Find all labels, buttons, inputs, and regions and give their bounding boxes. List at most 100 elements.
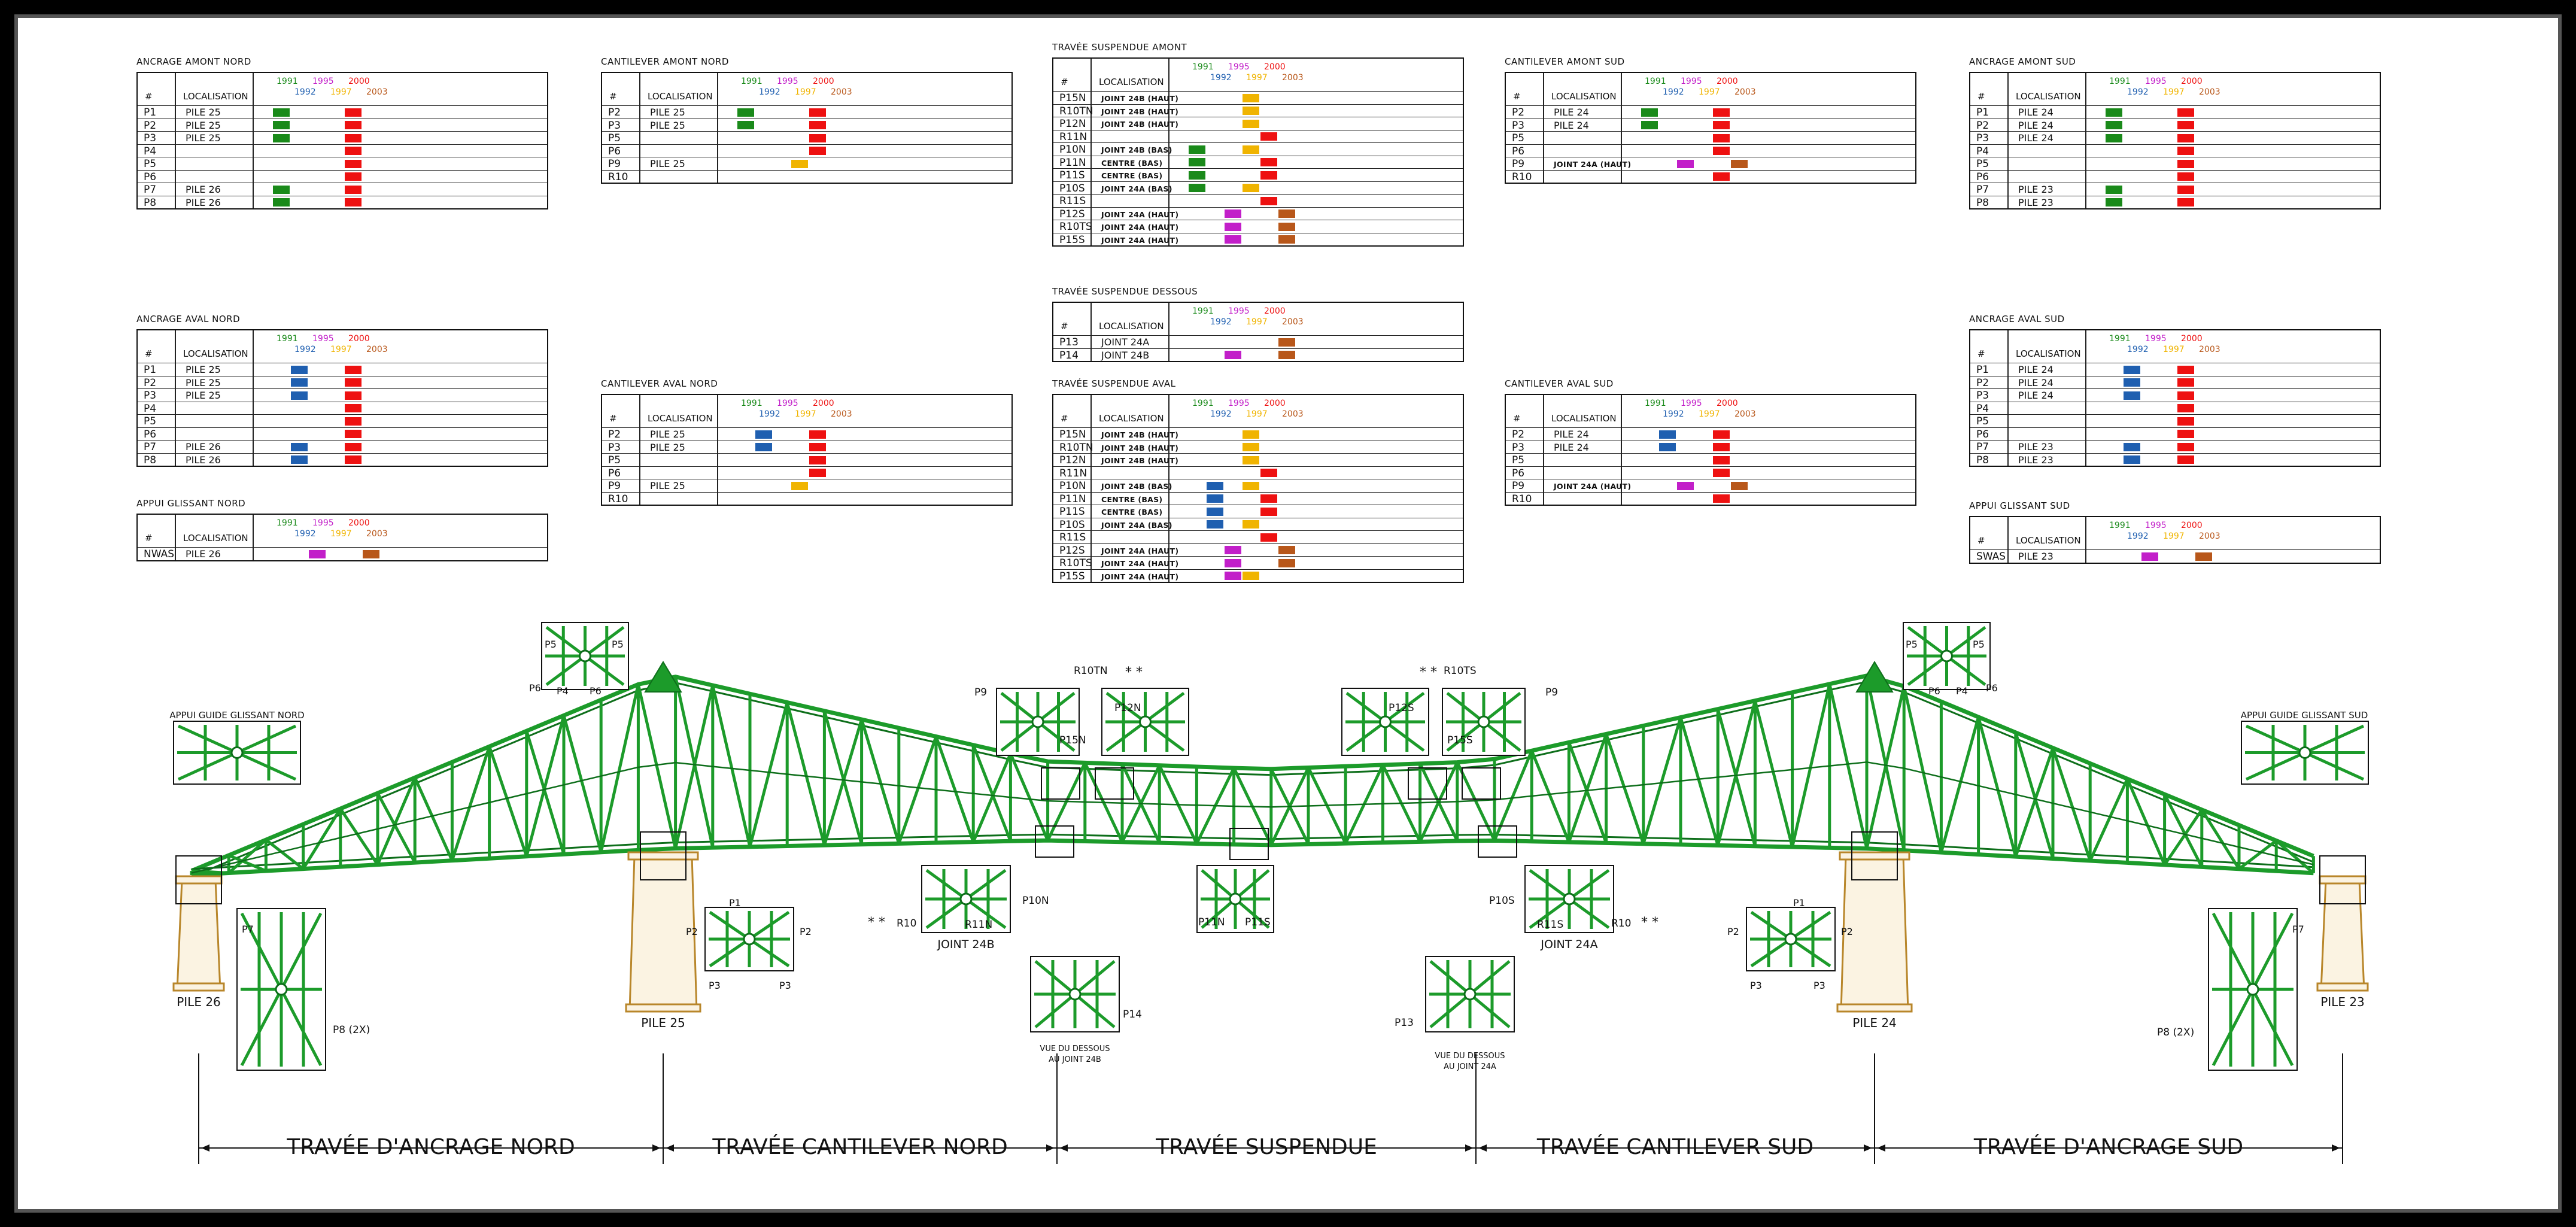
table-row: P5 (1506, 453, 1915, 466)
detail-label: P1 (729, 897, 741, 909)
asterisk-marker: * * (1641, 915, 1658, 930)
table-row: P6 (1970, 427, 2380, 441)
table-row: P5 (1506, 131, 1915, 144)
bottom-chord (191, 838, 2314, 877)
table-row: P6 (602, 466, 1011, 479)
year-label: 2003 (831, 87, 852, 97)
inspection-mark-1991 (273, 121, 290, 129)
inspection-mark-1995 (1677, 159, 1694, 168)
year-label: 1997 (2163, 532, 2185, 541)
table-row: R10 (602, 491, 1011, 505)
inspection-mark-2003 (1278, 338, 1295, 347)
row-id: P3 (608, 119, 621, 132)
column-separator (717, 395, 718, 505)
year-label: 2000 (2181, 334, 2203, 344)
column-separator (253, 73, 254, 208)
row-id: P3 (608, 441, 621, 454)
asterisk-marker: * * (1125, 665, 1143, 680)
inspection-mark-1997 (791, 481, 808, 490)
year-label: 1991 (741, 399, 763, 408)
year-label: 1991 (277, 77, 298, 86)
year-label: 2003 (366, 345, 388, 354)
year-label: 2000 (1717, 77, 1738, 86)
inspection-mark-1992 (1207, 520, 1223, 529)
table-title: ANCRAGE AVAL NORD (136, 314, 241, 324)
inspection-mark-1991 (273, 185, 290, 194)
inspection-mark-2000 (1260, 132, 1277, 141)
row-location: JOINT 24A (HAUT) (1554, 482, 1632, 491)
truss-detail-marker (1041, 767, 1080, 800)
truss-detail-marker (1408, 767, 1447, 800)
inspection-mark-1997 (1243, 107, 1259, 115)
row-location: PILE 23 (2018, 551, 2053, 562)
detail-label: P6 (1986, 682, 1998, 694)
row-id: R10TS (1059, 557, 1092, 569)
column-header-location: LOCALISATION (2016, 348, 2081, 359)
row-id: P3 (1976, 132, 1989, 144)
column-header-number: # (609, 91, 617, 102)
inspection-mark-2000 (2177, 133, 2194, 142)
inspection-mark-2000 (1713, 430, 1730, 439)
detail-title: APPUI GUIDE GLISSANT SUD (2241, 710, 2368, 721)
row-location: CENTRE (BAS) (1101, 508, 1163, 517)
column-separator (2007, 330, 2009, 466)
row-id: P5 (608, 454, 621, 466)
year-label: 1992 (759, 87, 780, 97)
detail-label: P6 (1928, 685, 1940, 697)
detail-label: R10TS (1444, 665, 1477, 677)
row-id: P6 (608, 145, 621, 157)
inspection-mark-2000 (345, 198, 362, 206)
detail-label: P3 (709, 980, 721, 991)
column-header-location: LOCALISATION (2016, 535, 2081, 546)
detail-label: P2 (800, 926, 812, 937)
row-id: R11S (1059, 195, 1086, 207)
inspection-mark-1995 (1225, 558, 1241, 567)
row-id: P11N (1059, 493, 1086, 505)
inspection-mark-2000 (2177, 365, 2194, 374)
detail-node (1379, 715, 1392, 728)
inspection-mark-1997 (1243, 93, 1259, 102)
row-location: PILE 23 (2018, 196, 2053, 208)
inspection-mark-2000 (2177, 121, 2194, 129)
inspection-mark-2000 (809, 455, 826, 464)
inspection-mark-2003 (1731, 159, 1748, 168)
detail-label: P7 (2292, 924, 2304, 935)
year-label: 2000 (813, 399, 834, 408)
year-label: 1995 (2145, 334, 2167, 344)
row-id: R11N (1059, 130, 1087, 143)
view-caption: VUE DU DESSOUS (1040, 1044, 1110, 1053)
year-label: 1992 (2127, 532, 2149, 541)
pier-label: PILE 24 (1852, 1016, 1897, 1030)
detail-label: P11N (1198, 916, 1225, 928)
year-label: 2000 (348, 334, 370, 344)
row-location: PILE 25 (186, 364, 221, 375)
inspection-mark-1991 (273, 198, 290, 206)
detail-label: P15S (1447, 734, 1473, 746)
row-location: JOINT 24B (HAUT) (1101, 107, 1179, 116)
inspection-mark-1992 (291, 365, 308, 374)
row-location: JOINT 24B (HAUT) (1101, 120, 1179, 129)
column-separator (1543, 73, 1544, 183)
column-header-number: # (1977, 91, 1985, 102)
inspection-mark-1995 (1225, 572, 1241, 580)
row-location: PILE 24 (1554, 441, 1589, 453)
year-label: 1992 (759, 409, 780, 419)
inspection-mark-1995 (1677, 481, 1694, 490)
span-label: TRAVÉE SUSPENDUE (1155, 1134, 1377, 1159)
inspection-mark-1995 (1225, 235, 1241, 244)
truss-detail-marker (1229, 828, 1269, 860)
detail-node (1068, 988, 1082, 1001)
